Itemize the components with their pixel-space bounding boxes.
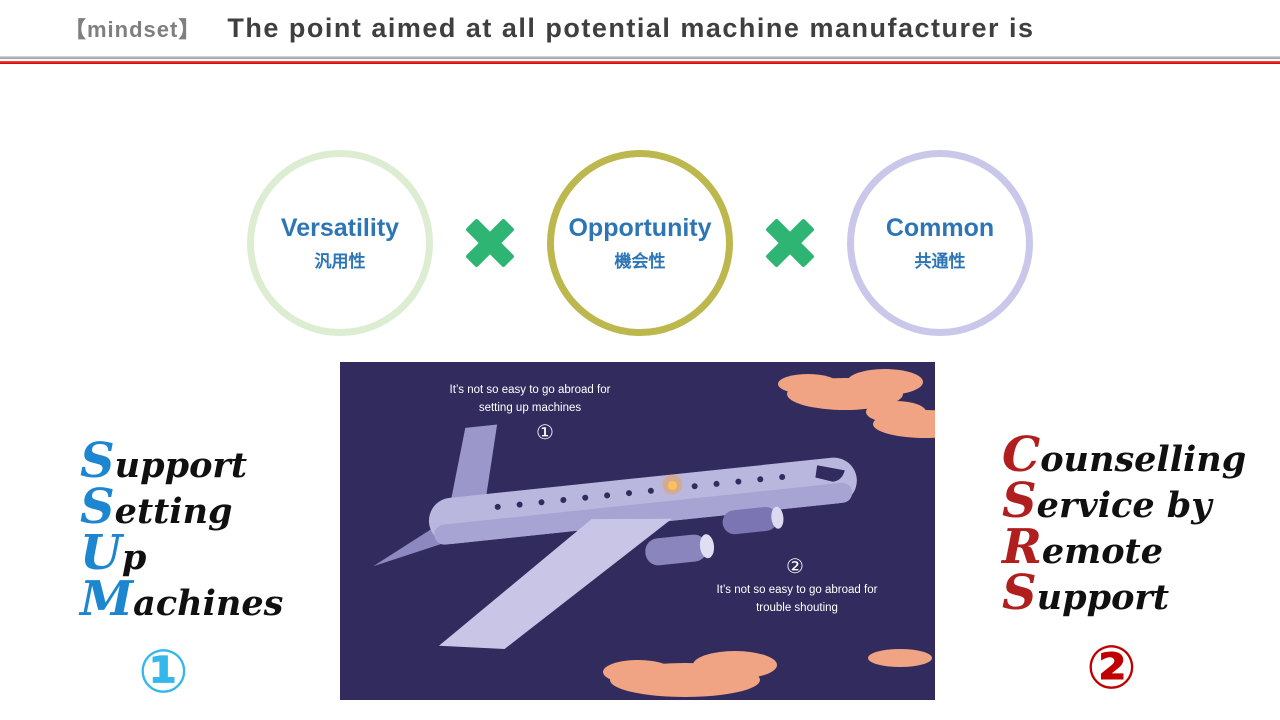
acronym-initial: S: [80, 479, 115, 535]
acronym-initial: U: [80, 525, 122, 581]
acronym-rest: etting: [114, 491, 233, 532]
plane-engine-near: [645, 534, 715, 566]
clouds-bottom: [603, 649, 932, 697]
circle-versatility-ja-label: 汎用性: [314, 252, 366, 271]
badge-number-1: ①: [138, 637, 189, 707]
multiply-cross-shape: [466, 219, 514, 267]
acronym-rest: upport: [1036, 577, 1170, 618]
circle-versatility: Versatility 汎用性: [247, 150, 433, 336]
plane-tail-fin: [448, 424, 498, 515]
acronym-initial: C: [1002, 427, 1041, 483]
plane-windows: [494, 474, 786, 510]
clouds-top-right: [778, 369, 935, 438]
acronym-csrs: Counselling Service by Remote Support: [1002, 431, 1247, 618]
acronym-line: Remote: [1002, 523, 1246, 572]
illustration-number-1: ①: [536, 420, 554, 444]
multiply-cross-shape: [766, 219, 814, 267]
circle-opportunity-ja-label: 機会性: [614, 252, 666, 271]
acronym-line: Support: [1002, 569, 1246, 618]
acronym-ssum: Support Setting Up Machines: [80, 437, 284, 624]
circle-common-ja-label: 共通性: [914, 252, 966, 271]
acronym-line: Up: [80, 529, 283, 578]
airplane-graphic: [340, 362, 935, 700]
circle-versatility-label: Versatility: [280, 214, 400, 242]
multiply-icon: [461, 214, 519, 272]
acronym-initial: S: [1002, 473, 1037, 529]
acronym-initial: S: [80, 433, 115, 489]
caption-setting-up-machines: It’s not so easy to go abroad for settin…: [449, 384, 611, 414]
acronym-initial: M: [80, 571, 134, 627]
acronym-line: Counselling: [1002, 431, 1247, 480]
plane-cockpit-window: [815, 465, 845, 482]
circle-common-label: Common: [885, 214, 995, 242]
acronym-rest: ervice by: [1036, 485, 1212, 526]
caption-trouble-shouting: It’s not so easy to go abroad for troubl…: [716, 584, 878, 614]
header: 【mindset】 The point aimed at all potenti…: [64, 12, 1260, 44]
airplane-group: [373, 424, 857, 649]
airplane-illustration: It’s not so easy to go abroad for settin…: [340, 362, 935, 700]
acronym-line: Service by: [1002, 477, 1246, 526]
divider-gray-line: [0, 56, 1280, 59]
multiply-icon: [761, 214, 819, 272]
acronym-initial: R: [1002, 519, 1042, 575]
acronym-rest: upport: [114, 445, 248, 486]
circle-common: Common 共通性: [847, 150, 1033, 336]
circle-opportunity: Opportunity 機会性: [547, 150, 733, 336]
acronym-line: Setting: [80, 483, 283, 532]
acronym-initial: S: [1002, 565, 1037, 621]
acronym-rest: p: [121, 537, 147, 578]
glowing-window: [662, 474, 683, 495]
acronym-line: Machines: [80, 575, 284, 624]
header-tag: 【mindset】: [64, 17, 202, 42]
acronym-rest: achines: [133, 583, 284, 624]
circle-opportunity-label: Opportunity: [568, 214, 712, 242]
acronym-rest: ounselling: [1040, 439, 1247, 480]
plane-wing: [438, 518, 672, 649]
acronym-rest: emote: [1041, 531, 1163, 572]
acronym-line: Support: [80, 437, 283, 486]
illustration-number-2: ②: [786, 554, 804, 578]
plane-belly: [434, 482, 853, 545]
divider-red-line: [0, 61, 1280, 64]
concept-circles: Versatility 汎用性 Opportunity 機会性: [0, 150, 1280, 336]
page-title: The point aimed at all potential machine…: [227, 13, 1035, 43]
badge-number-2: ②: [1086, 633, 1137, 703]
plane-engine-far: [722, 506, 784, 535]
